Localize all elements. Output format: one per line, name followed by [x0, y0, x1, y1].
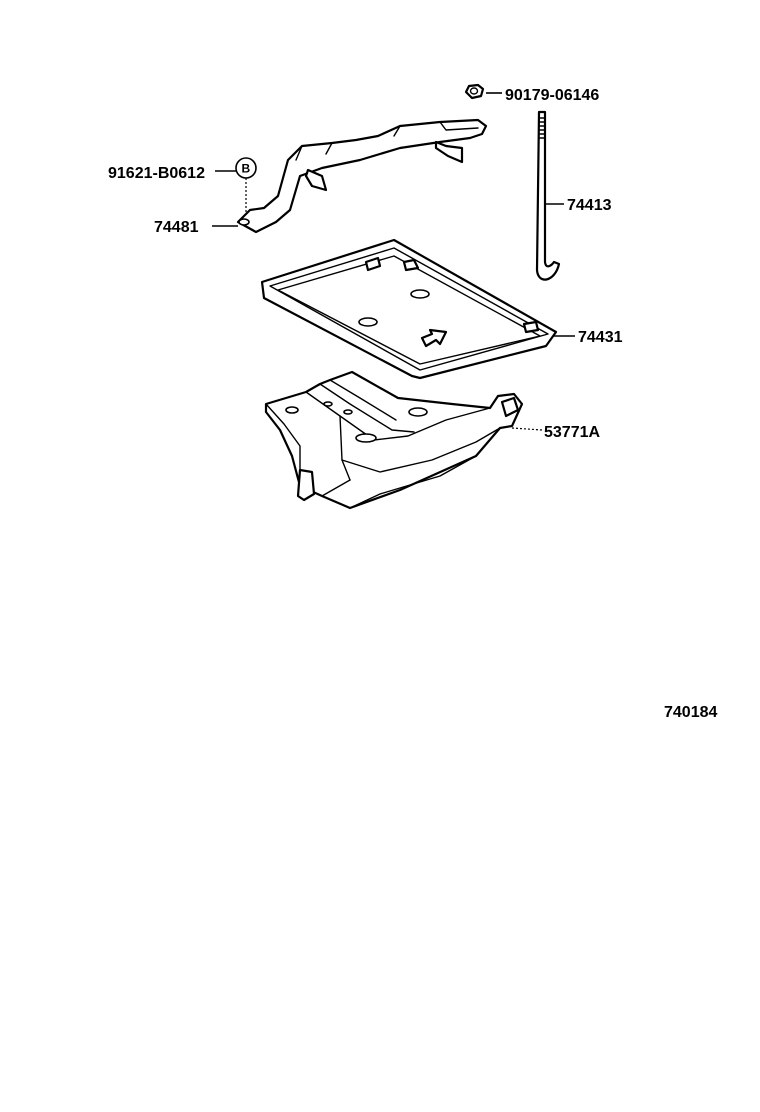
figure-code: 740184: [664, 704, 717, 721]
hold-down-clamp-part: [236, 118, 488, 234]
part-label-carrier: 53771A: [544, 424, 600, 441]
nut-part: [464, 83, 485, 100]
hold-down-rod-part: [535, 110, 561, 281]
part-label-tray: 74431: [578, 329, 623, 346]
battery-carrier-part: [264, 370, 524, 510]
bolt-callout-letter: B: [242, 162, 251, 176]
part-label-clamp: 74481: [154, 219, 199, 236]
bolt-callout-circle: B: [235, 157, 257, 179]
carrier-leader: [511, 427, 543, 431]
part-label-bolt: 91621-B0612: [108, 165, 205, 182]
part-label-nut: 90179-06146: [505, 87, 599, 104]
part-label-rod: 74413: [567, 197, 612, 214]
battery-tray-part: [260, 238, 558, 380]
